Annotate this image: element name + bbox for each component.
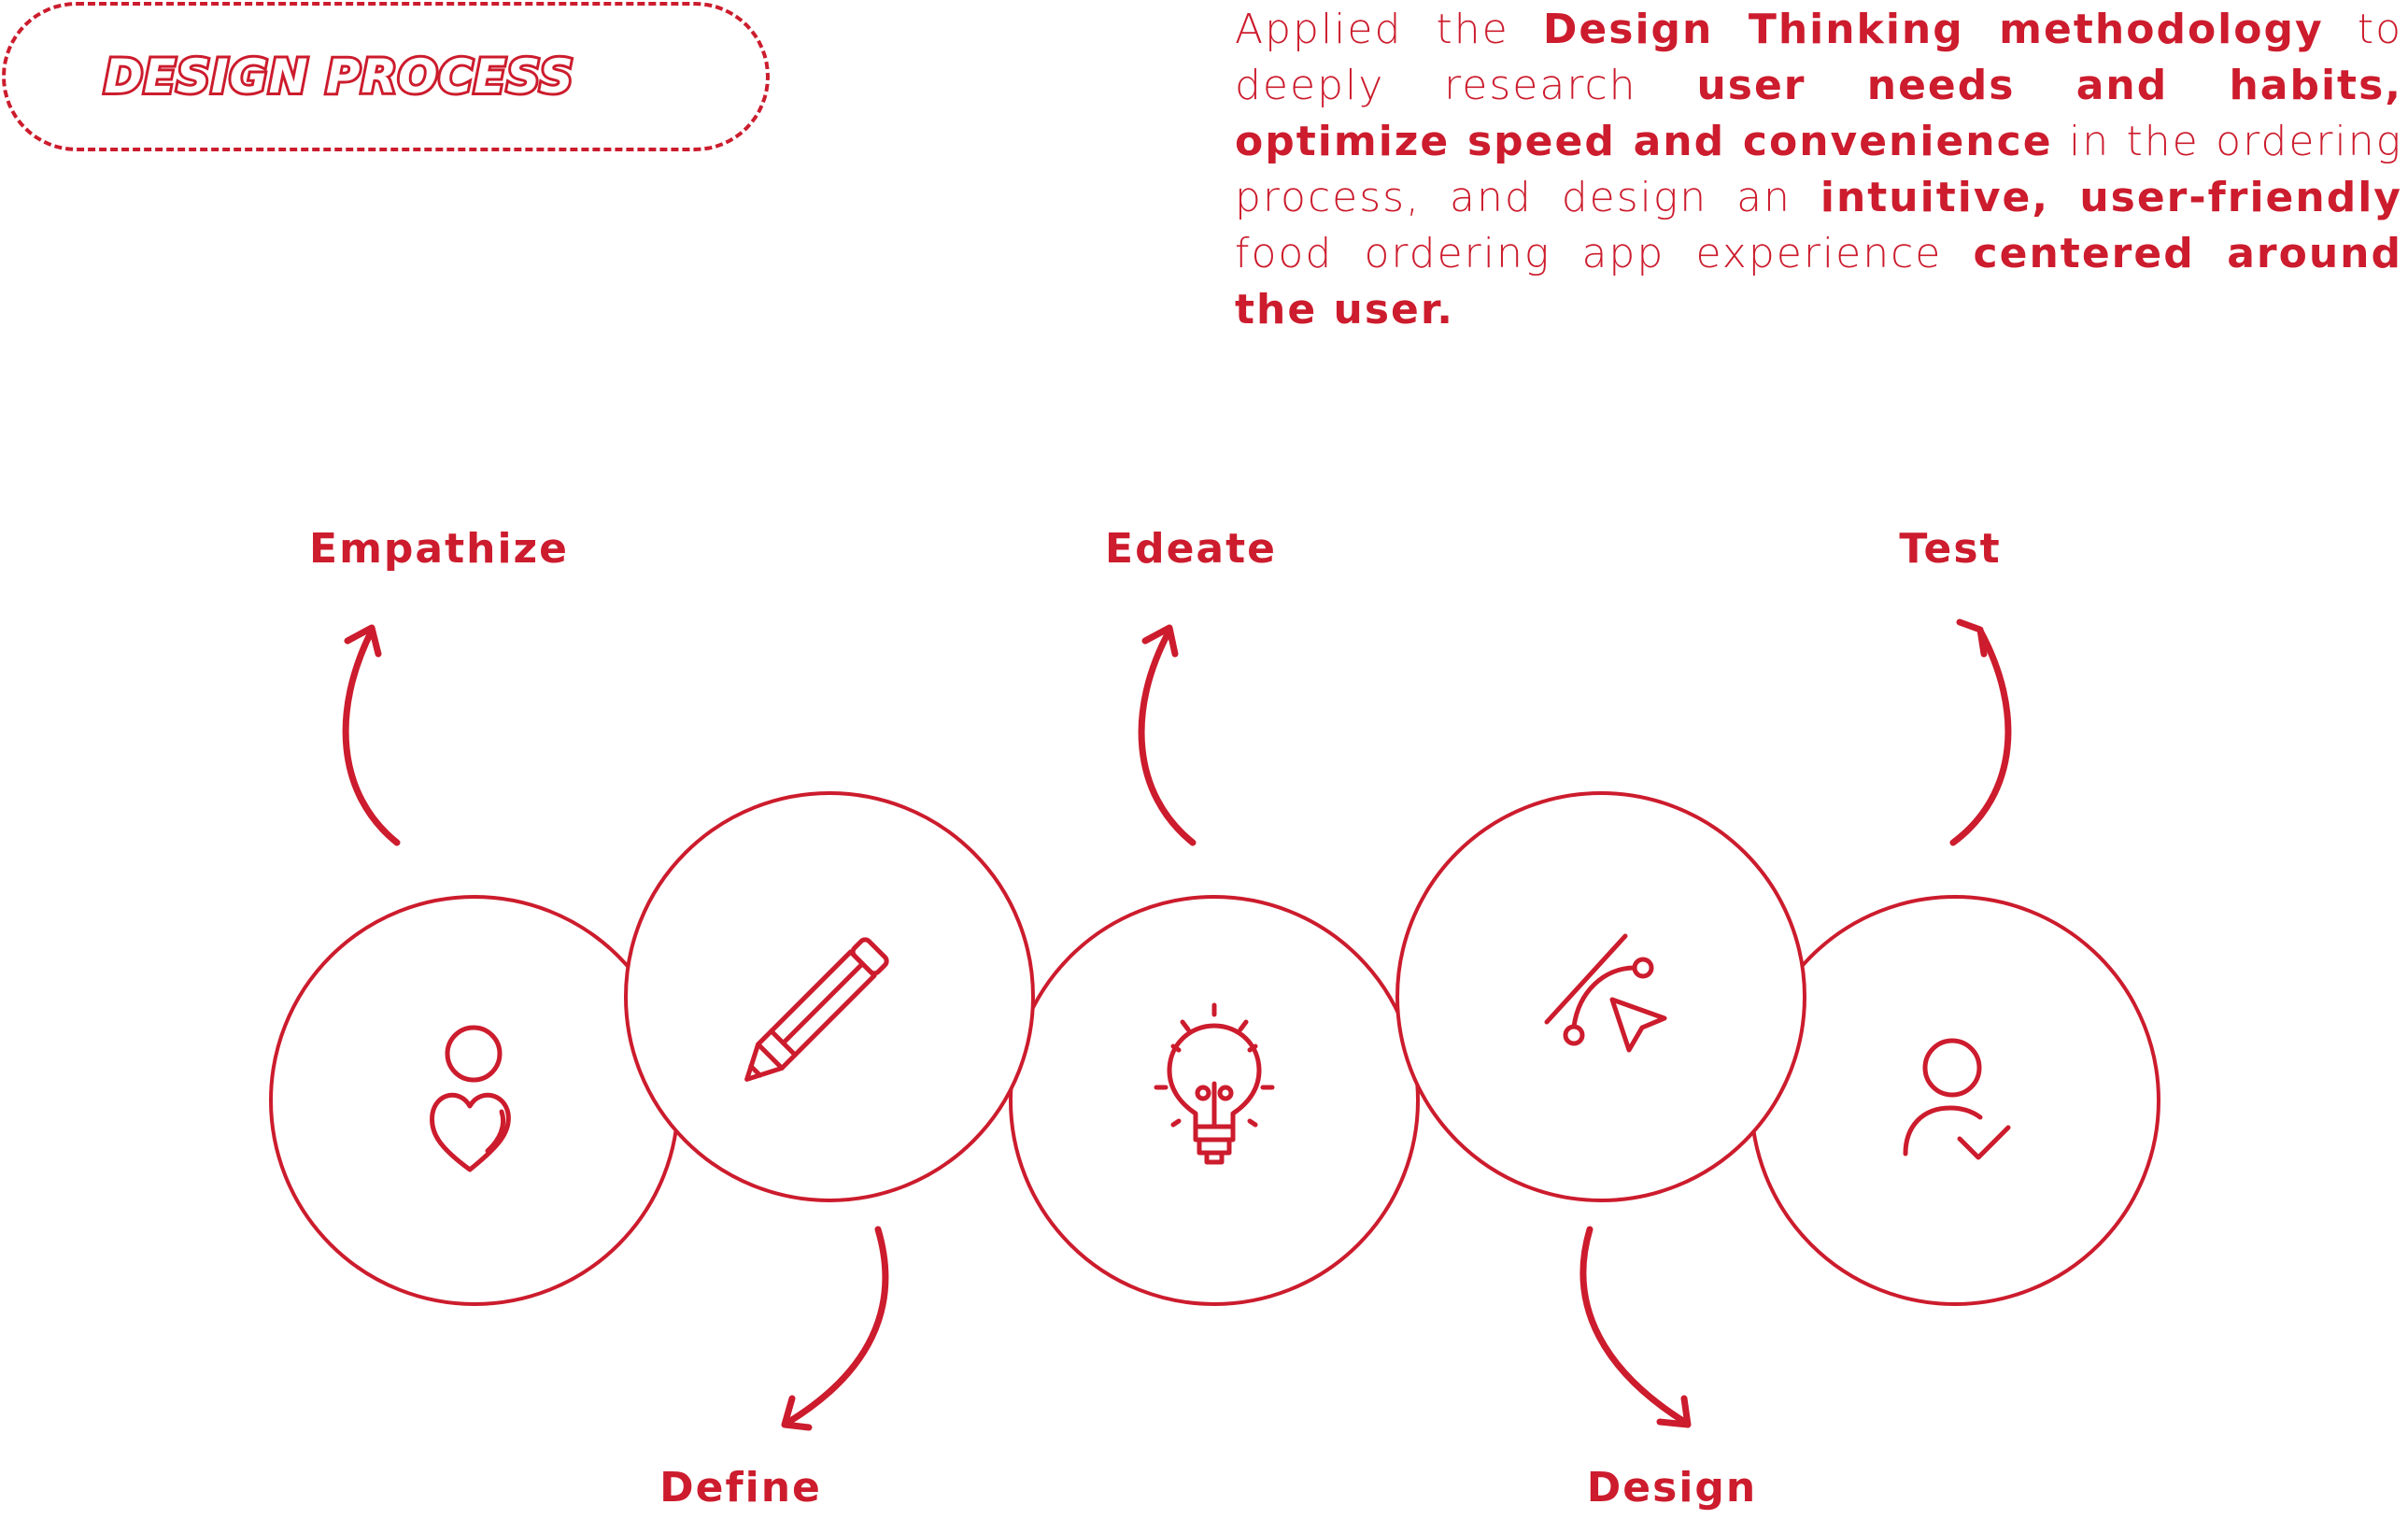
intro-segment: Applied the [1235, 6, 1543, 53]
step-label-empathize: Empathize [309, 525, 569, 573]
intro-segment-bold: user needs and habits, optimize speed an… [1235, 62, 2402, 165]
step-label-edeate: Edeate [1105, 525, 1277, 573]
step-label-design: Design [1586, 1464, 1758, 1512]
arrow-to-design [1579, 1226, 1692, 1428]
arrow-to-test [1949, 618, 2012, 846]
section-badge: DESIGN PROCESS [2, 2, 770, 151]
intro-segment-bold: intuitive, user-friendly [1820, 174, 2402, 221]
intro-segment-bold: Design Thinking methodology [1542, 6, 2324, 53]
step-circle-design [1395, 791, 1806, 1202]
intro-segment: to deeply research [1235, 6, 2402, 109]
step-circle-test [1749, 895, 2160, 1306]
step-label-define: Define [659, 1464, 822, 1512]
arrow-to-empathize [342, 624, 401, 846]
arrow-to-define [781, 1226, 889, 1431]
step-label-test: Test [1899, 525, 2002, 573]
arrow-to-edeate [1138, 624, 1197, 846]
pencil-icon [744, 937, 889, 1082]
intro-segment: in the ordering process, and design an [1235, 118, 2402, 221]
user-check-icon [1903, 1038, 2011, 1160]
lightbulb-icon [1154, 1002, 1275, 1165]
intro-segment: food ordering app experience [1235, 230, 1974, 277]
badge-label: DESIGN PROCESS [101, 47, 575, 106]
person-heart-icon [430, 1025, 511, 1172]
intro-paragraph: Applied the Design Thinking methodology … [1235, 2, 2402, 338]
vector-pen-cursor-icon [1544, 933, 1667, 1053]
intro-segment-bold: centered around the user. [1235, 230, 2402, 334]
